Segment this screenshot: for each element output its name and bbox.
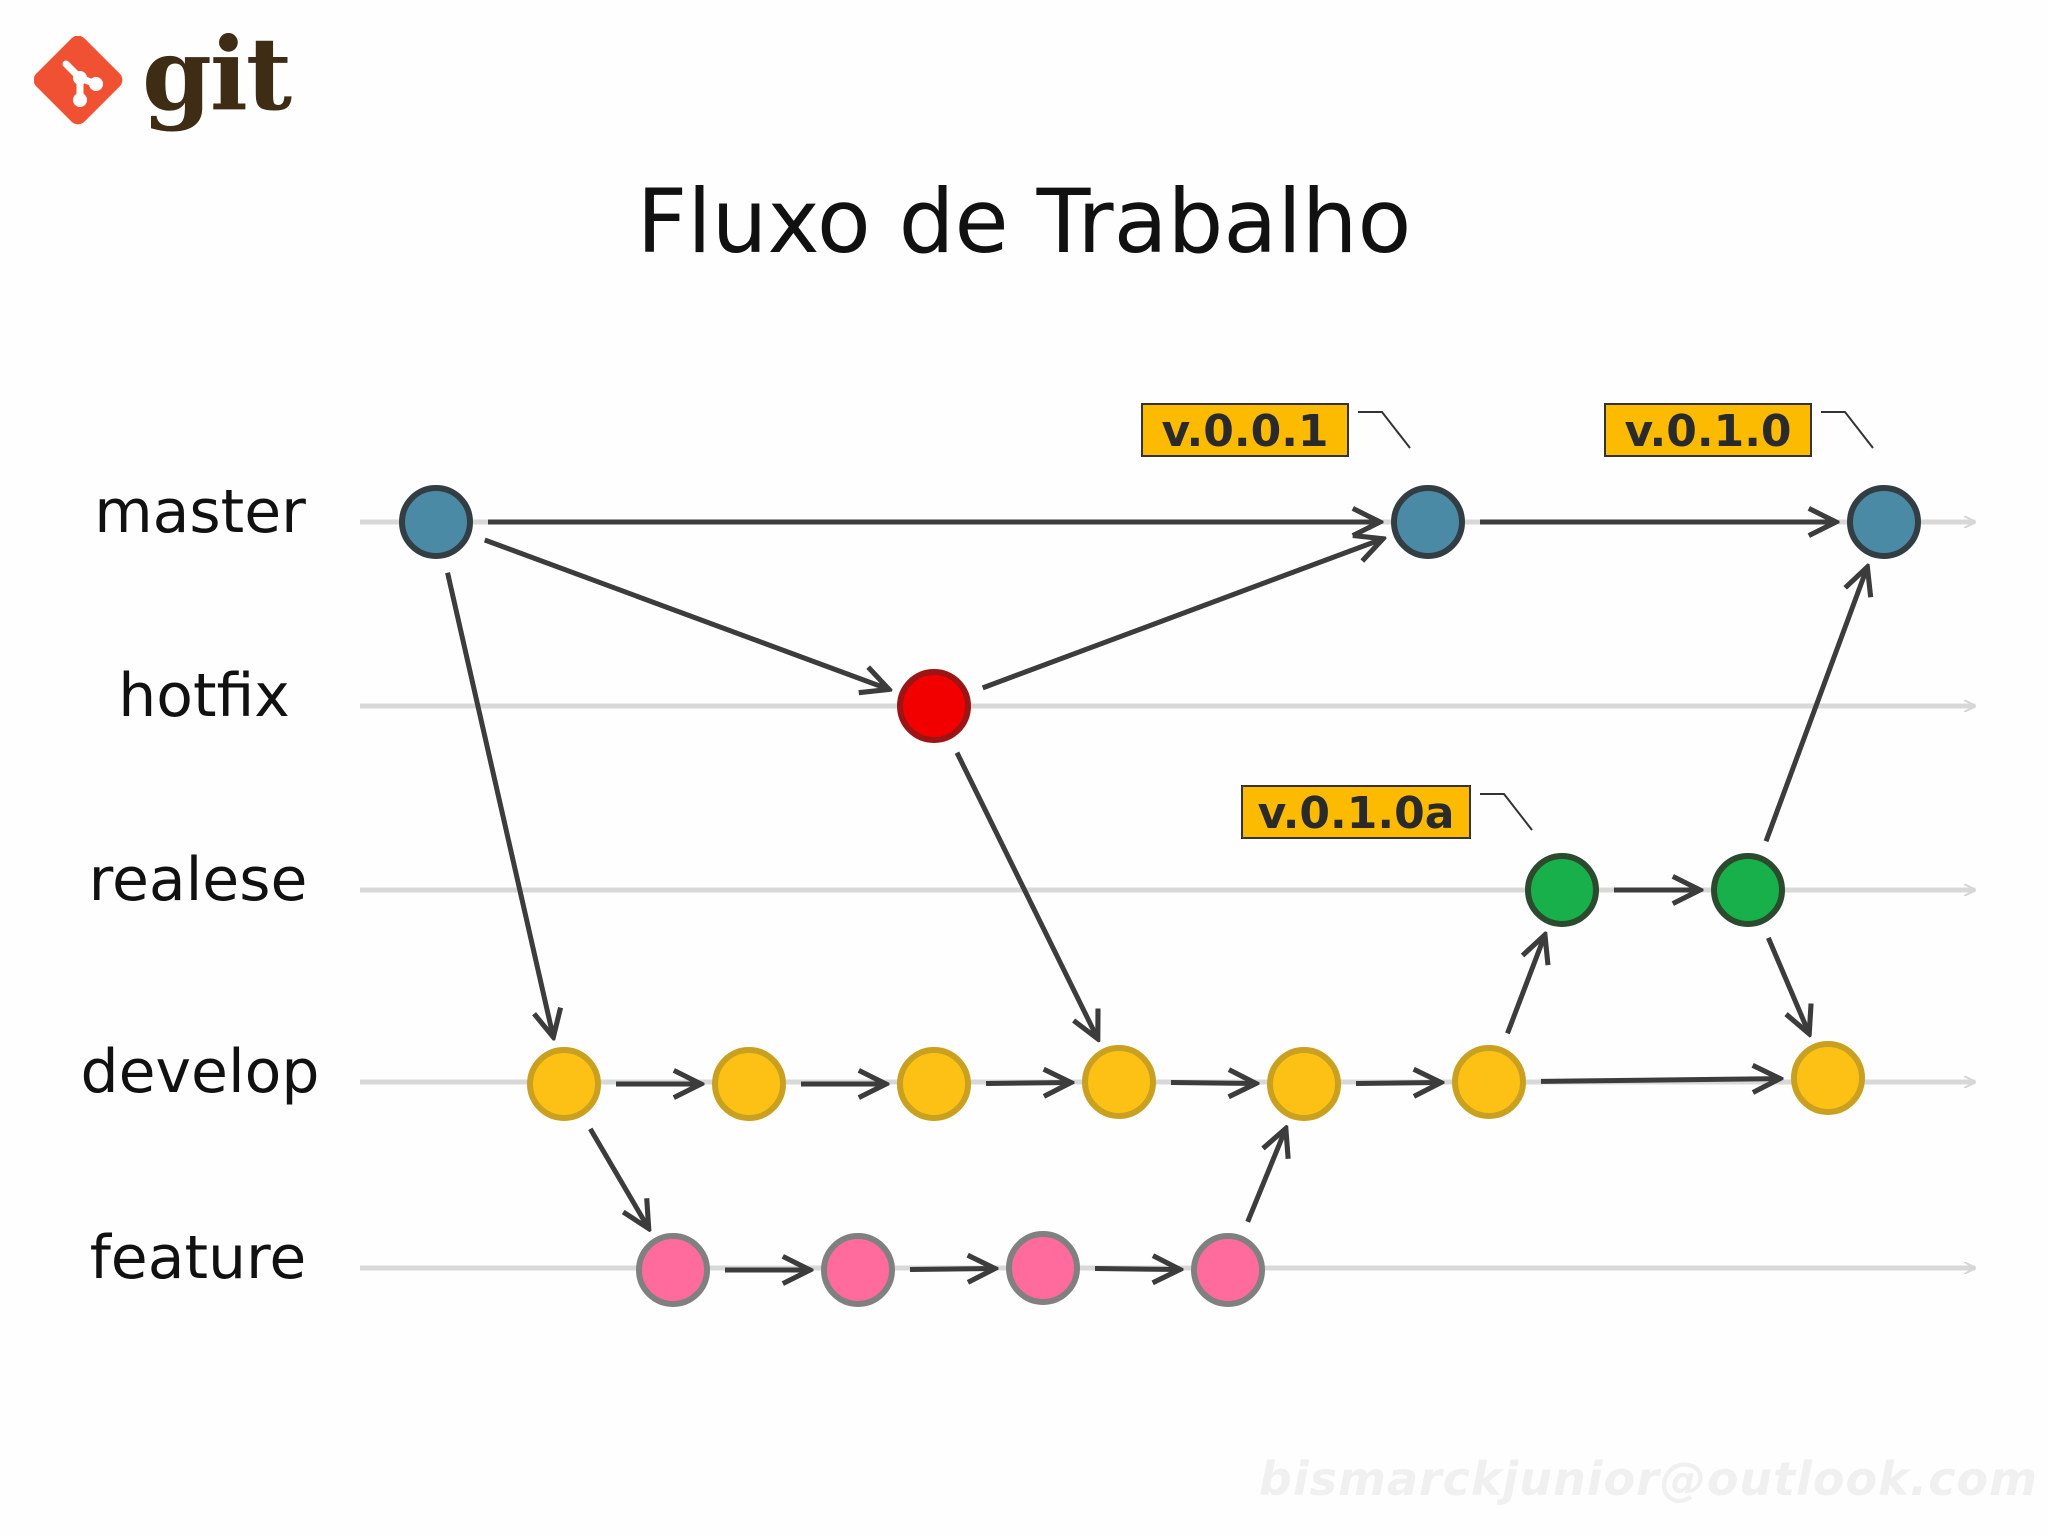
commit-node-f3 <box>1006 1231 1080 1305</box>
commit-node-d3 <box>897 1047 971 1121</box>
merge-arrow <box>985 1083 1071 1084</box>
merge-arrow <box>1766 936 1809 1034</box>
commit-node-d4 <box>1082 1045 1156 1119</box>
merge-arrow <box>1245 1128 1286 1223</box>
git-logo-icon <box>34 36 123 125</box>
tag-pointer <box>1480 793 1533 831</box>
commit-node-m1 <box>399 485 473 559</box>
commit-node-m3 <box>1847 485 1921 559</box>
merge-arrow <box>483 537 889 689</box>
merge-arrow <box>909 1269 995 1270</box>
tag-box <box>1241 785 1471 839</box>
tag-box <box>1141 403 1349 457</box>
commit-node-d2 <box>712 1047 786 1121</box>
commit-node-d6 <box>1452 1045 1526 1119</box>
commit-node-r2 <box>1711 853 1785 927</box>
merge-arrow <box>1540 1079 1780 1082</box>
commit-node-d7 <box>1791 1041 1865 1115</box>
merge-arrow <box>954 751 1098 1039</box>
commit-node-f4 <box>1191 1233 1265 1307</box>
commit-node-f1 <box>636 1233 710 1307</box>
commit-node-f2 <box>821 1233 895 1307</box>
merge-arrow <box>1505 935 1544 1035</box>
merge-arrow <box>1094 1269 1180 1270</box>
commit-node-d1 <box>527 1047 601 1121</box>
merge-arrow <box>1763 567 1867 843</box>
tag-pointer <box>1358 411 1411 449</box>
tag-label: v.0.0.1 <box>1161 406 1328 457</box>
tag-pointer <box>1821 411 1874 449</box>
git-logo <box>34 36 123 125</box>
merge-arrow <box>445 572 554 1037</box>
commit-node-h1 <box>897 669 971 743</box>
tag-box <box>1604 403 1812 457</box>
tag-label: v.0.1.0 <box>1624 406 1791 457</box>
watermark: bismarckjunior@outlook.com <box>1258 1452 2038 1506</box>
commit-node-m2 <box>1391 485 1465 559</box>
merge-arrow <box>981 539 1383 691</box>
tag-label: v.0.1.0a <box>1258 788 1455 839</box>
merge-arrow <box>1170 1083 1256 1084</box>
page-title: Fluxo de Trabalho <box>636 170 1412 273</box>
branch-label-develop: develop <box>80 1037 320 1107</box>
branch-label-feature: feature <box>89 1223 307 1293</box>
merge-arrow <box>1355 1083 1441 1084</box>
commit-node-r1 <box>1525 853 1599 927</box>
branch-label-hotfix: hotfix <box>118 661 290 731</box>
commit-node-d5 <box>1267 1047 1341 1121</box>
branch-label-master: master <box>94 477 306 547</box>
branch-label-release: realese <box>88 845 308 915</box>
git-logo-text: git <box>142 15 292 133</box>
merge-arrow <box>588 1127 648 1229</box>
